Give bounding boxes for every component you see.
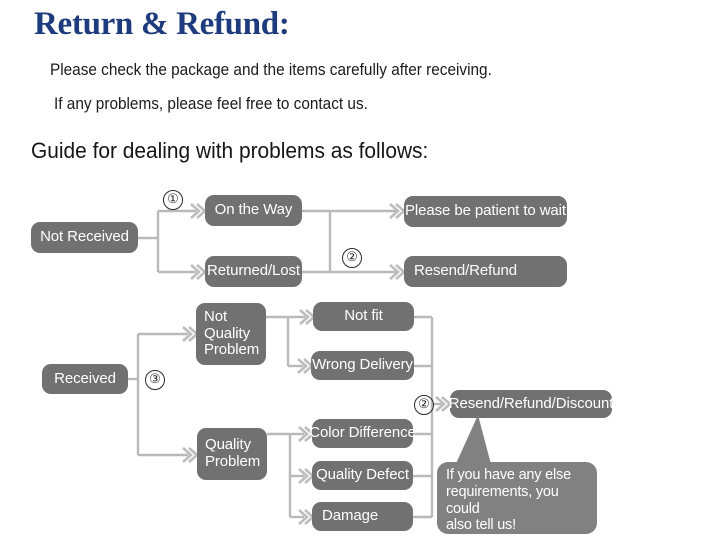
node-quality-defect[interactable]: Quality Defect: [312, 461, 413, 490]
node-not-quality-problem[interactable]: Not Quality Problem: [196, 303, 266, 365]
callout-line-2: requirements, you could: [446, 483, 559, 517]
node-not-received[interactable]: Not Received: [31, 222, 138, 253]
lead-line-1: Please check the package and the items c…: [50, 61, 492, 79]
callout-line-1: If you have any else: [446, 467, 571, 483]
node-color-difference[interactable]: Color Difference: [309, 419, 416, 448]
page-title: Return & Refund:: [34, 6, 290, 42]
node-please-be-patient[interactable]: Please be patient to wait: [404, 196, 567, 227]
node-resend-refund[interactable]: Resend/Refund: [404, 256, 567, 287]
node-wrong-delivery[interactable]: Wrong Delivery: [311, 351, 414, 380]
node-on-the-way[interactable]: On the Way: [205, 195, 302, 226]
lead-line-2: If any problems, please feel free to con…: [54, 95, 368, 113]
callout-line-3: also tell us!: [446, 517, 516, 534]
step-marker-3: ③: [145, 370, 165, 390]
node-damage[interactable]: Damage: [312, 502, 413, 531]
node-not-fit[interactable]: Not fit: [313, 302, 414, 331]
callout-bubble: If you have any else requirements, you c…: [437, 462, 597, 534]
node-received[interactable]: Received: [42, 364, 128, 394]
node-resend-refund-discount[interactable]: Resend/Refund/Discount: [449, 390, 613, 418]
step-marker-2-bottom: ②: [414, 395, 434, 415]
node-quality-problem[interactable]: Quality Problem: [197, 428, 267, 480]
step-marker-1: ①: [163, 190, 183, 210]
node-returned-lost[interactable]: Returned/Lost: [205, 256, 302, 287]
callout-tail: [454, 415, 492, 468]
step-marker-2-top: ②: [342, 248, 362, 268]
guide-heading: Guide for dealing with problems as follo…: [31, 138, 429, 163]
